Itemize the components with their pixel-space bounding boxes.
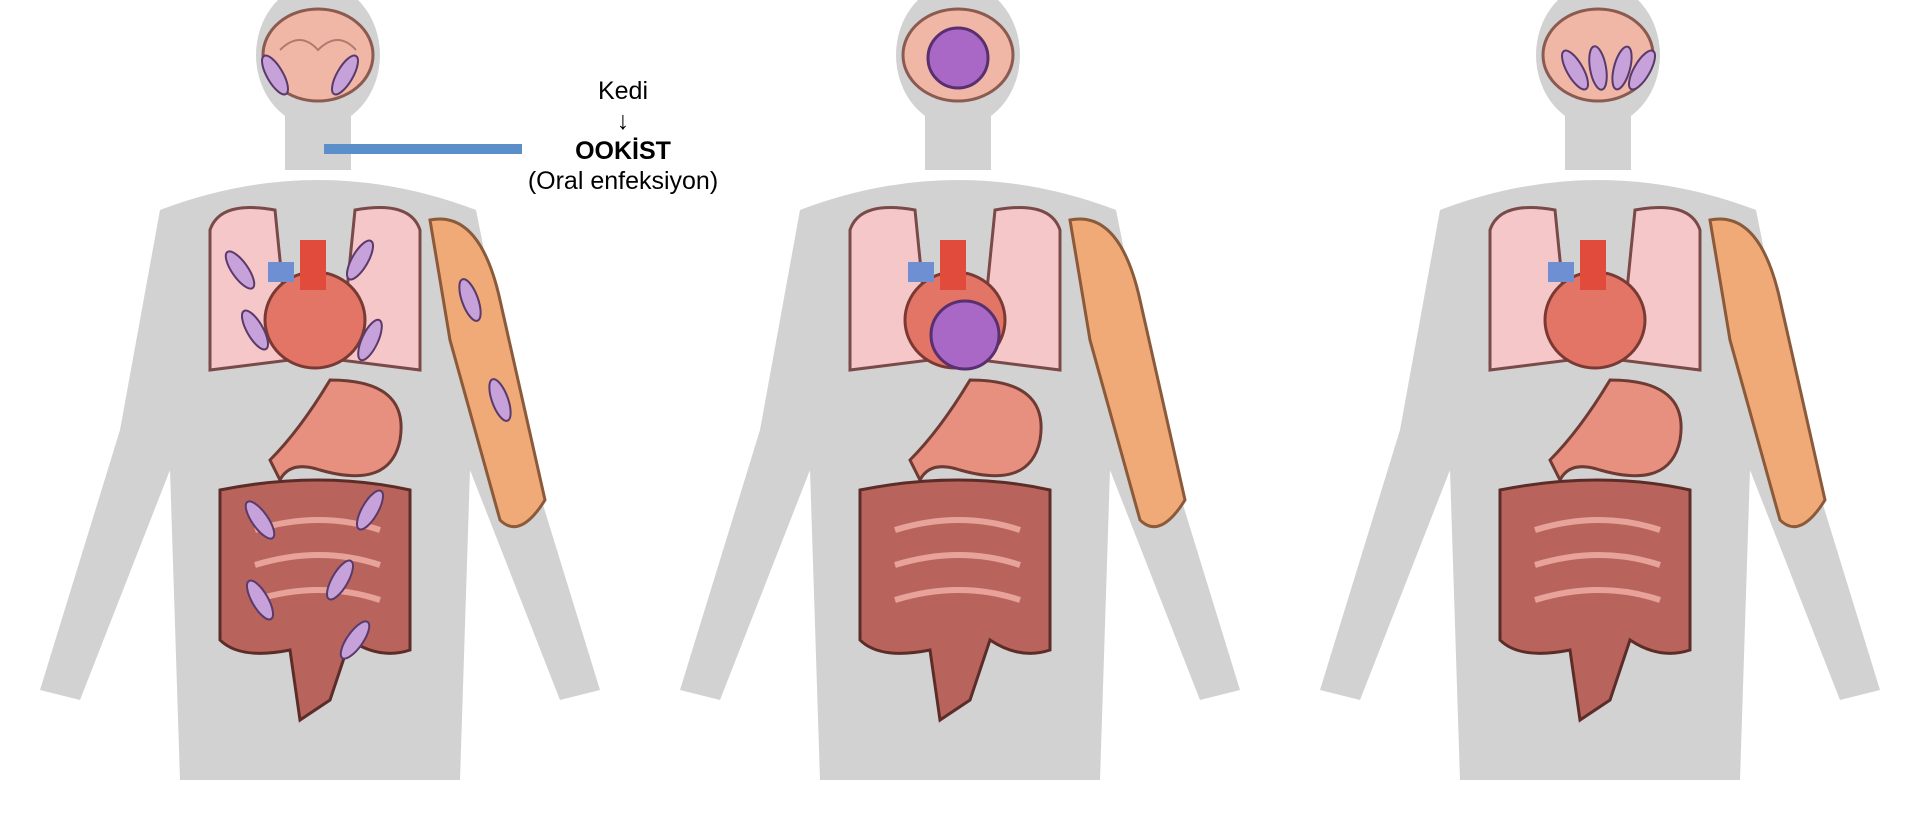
annotation-source: Kedi xyxy=(498,76,748,106)
body-illustration-3 xyxy=(1280,0,1920,829)
infection-annotation: Kedi ↓ OOKİST (Oral enfeksiyon) xyxy=(498,76,748,196)
annotation-arrow: ↓ xyxy=(498,106,748,136)
pointer-line xyxy=(324,144,522,154)
brain-cyst-icon xyxy=(928,28,988,88)
annotation-route: (Oral enfeksiyon) xyxy=(498,166,748,196)
body-figure-3 xyxy=(1280,0,1920,829)
heart-cyst-icon xyxy=(931,301,999,369)
annotation-form: OOKİST xyxy=(498,136,748,166)
